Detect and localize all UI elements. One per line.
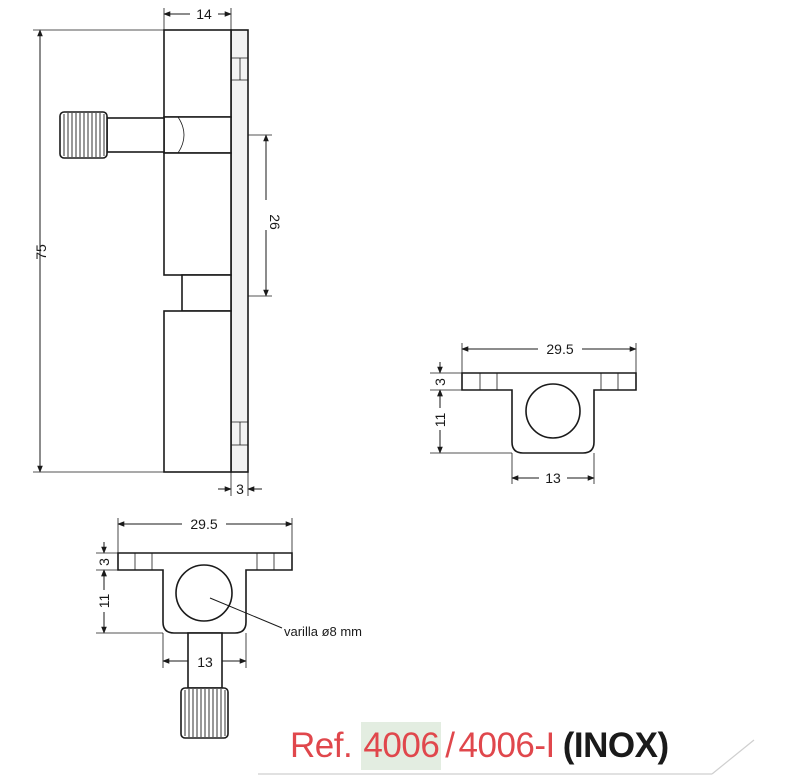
ref-material: (INOX) — [562, 726, 669, 765]
callout-rod-text: varilla ø8 mm — [284, 624, 362, 639]
ref-code-1: 4006 — [361, 722, 442, 770]
dim-text-75: 75 — [33, 244, 49, 260]
rod-segment — [181, 274, 232, 312]
plate-notches-bottom — [231, 421, 248, 446]
dim-side-height: 75 — [33, 29, 164, 473]
rod-hole-top — [525, 383, 581, 439]
dim-text-29-5-top: 29.5 — [546, 341, 573, 357]
middle-guide-block — [163, 152, 232, 276]
bottom-knurl-lines — [184, 689, 226, 737]
dim-top-inner: 13 — [511, 453, 595, 486]
dim-bottom-width: 29.5 — [117, 514, 293, 553]
dim-text-3: 3 — [236, 481, 244, 497]
dim-text-26: 26 — [267, 214, 283, 230]
dim-text-3-bottom: 3 — [96, 558, 112, 566]
upper-guide-block — [163, 29, 232, 118]
rod-hole-bottom — [175, 564, 233, 622]
side-view: 75 14 26 3 — [33, 5, 283, 497]
reference-underline — [258, 739, 755, 775]
dim-side-base: 3 — [218, 472, 262, 497]
dim-top-width: 29.5 — [461, 340, 637, 373]
dim-bottom-flange: 3 — [96, 542, 118, 581]
dim-text-13-bottom: 13 — [197, 654, 213, 670]
knob-shaft — [106, 117, 165, 153]
dim-top-flange: 3 — [430, 362, 462, 401]
end-view-top: 29.5 3 11 13 — [430, 340, 637, 486]
dim-text-14: 14 — [196, 6, 212, 22]
ref-prefix: Ref. — [290, 726, 362, 765]
ref-code-2: 4006-I — [458, 726, 556, 765]
lower-guide-block — [163, 310, 232, 473]
ref-separator: / — [445, 726, 455, 765]
end-view-bottom: 29.5 3 11 13 varilla ø8 mm — [94, 514, 362, 739]
side-plate — [230, 29, 249, 473]
dim-side-spacing: 26 — [248, 134, 283, 297]
sleeve-curve — [177, 116, 185, 154]
dim-text-11-top: 11 — [432, 413, 448, 428]
dim-top-height: 11 — [430, 389, 512, 454]
plate-notches-top — [231, 57, 248, 81]
upper-sleeve — [163, 116, 232, 154]
dim-text-13-top: 13 — [545, 470, 561, 486]
product-reference: Ref. 4006/4006-I(INOX) — [290, 722, 669, 770]
knurl-lines — [63, 113, 105, 157]
dim-text-29-5-bottom: 29.5 — [190, 516, 217, 532]
rod-callout: varilla ø8 mm — [209, 597, 362, 639]
dim-bottom-height: 11 — [94, 569, 163, 634]
dim-bottom-inner: 13 — [162, 633, 247, 670]
dim-side-width: 14 — [163, 5, 232, 30]
dim-text-3-top: 3 — [432, 378, 448, 386]
dim-text-11-bottom: 11 — [96, 594, 112, 609]
